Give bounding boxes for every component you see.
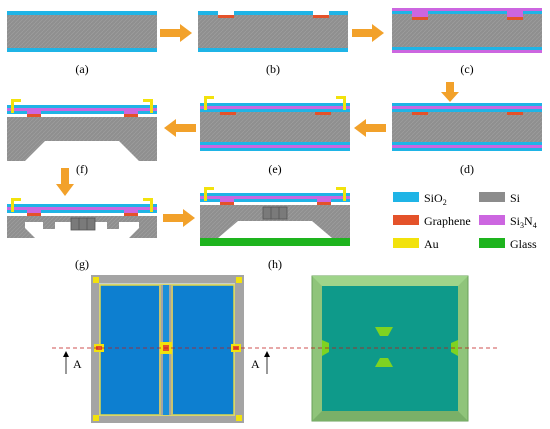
panel-c-label: (c) bbox=[460, 62, 473, 76]
arrow-b-to-c bbox=[352, 24, 384, 42]
panel-d bbox=[392, 103, 542, 151]
legend-item-glass: Glass bbox=[479, 237, 537, 251]
panel-e bbox=[200, 96, 350, 151]
section-mark-right: A bbox=[251, 357, 260, 371]
svg-text:Si: Si bbox=[510, 191, 521, 205]
panel-a bbox=[7, 11, 157, 52]
arrow-c-to-d bbox=[441, 82, 459, 102]
panel-e-label: (e) bbox=[268, 162, 281, 176]
section-mark-left: A bbox=[73, 357, 82, 371]
panel-c bbox=[392, 8, 542, 53]
legend-item-sio2: SiO2 bbox=[393, 191, 447, 207]
legend-item-si: Si bbox=[479, 191, 521, 205]
svg-text:Glass: Glass bbox=[510, 237, 537, 251]
legend-item-si3n4: Si3N4 bbox=[479, 214, 537, 230]
arrow-d-to-e bbox=[354, 119, 386, 137]
legend-item-graphene: Graphene bbox=[393, 214, 471, 228]
section-cut-line bbox=[52, 347, 498, 374]
plan-view-bottom bbox=[311, 275, 469, 422]
panel-h bbox=[200, 187, 350, 246]
legend-item-au: Au bbox=[393, 237, 439, 251]
svg-text:Si3N4: Si3N4 bbox=[510, 214, 537, 230]
svg-text:Graphene: Graphene bbox=[424, 214, 471, 228]
panel-d-label: (d) bbox=[460, 162, 474, 176]
panel-f bbox=[7, 99, 157, 161]
panel-g bbox=[7, 198, 157, 238]
panel-g-label: (g) bbox=[75, 257, 89, 271]
plan-view-top bbox=[91, 275, 244, 423]
arrow-e-to-f bbox=[164, 119, 196, 137]
legend: SiO2 Si Graphene Si3N4 Au Glass bbox=[393, 191, 537, 251]
panel-h-label: (h) bbox=[268, 257, 282, 271]
panel-b-label: (b) bbox=[266, 62, 280, 76]
svg-text:Au: Au bbox=[424, 237, 439, 251]
arrow-a-to-b bbox=[160, 24, 192, 42]
arrow-f-to-g bbox=[56, 168, 74, 196]
arrow-g-to-h bbox=[163, 209, 195, 227]
panel-f-label: (f) bbox=[76, 162, 88, 176]
panel-a-label: (a) bbox=[75, 62, 88, 76]
panel-b bbox=[198, 10, 348, 52]
svg-text:SiO2: SiO2 bbox=[424, 191, 447, 207]
